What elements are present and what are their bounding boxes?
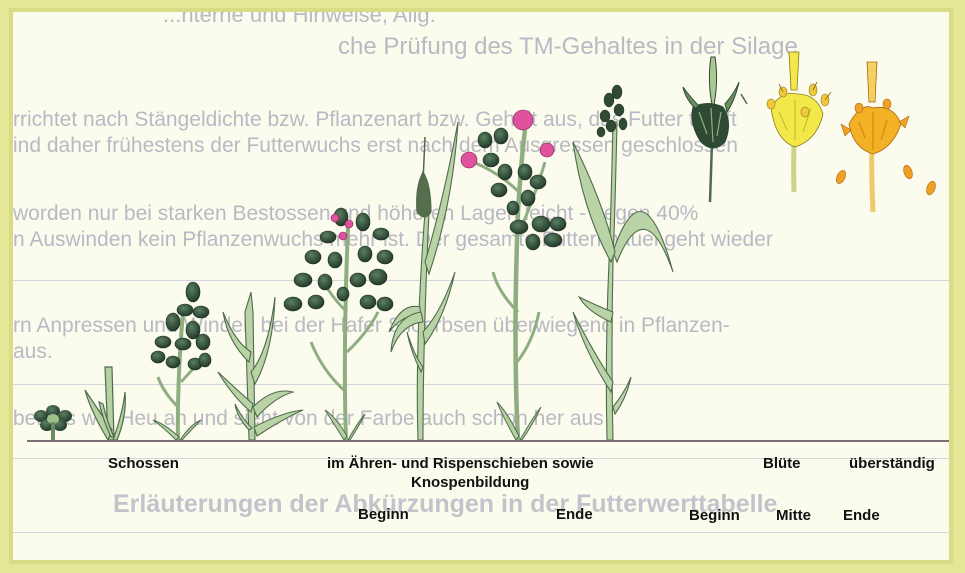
label-aehren-rispenschieben: im Ähren- und Rispenschieben sowie <box>327 455 594 472</box>
label-bluete-mitte: Mitte <box>776 507 811 524</box>
flower-head-orange <box>834 62 937 212</box>
label-knospenbildung: Knospenbildung <box>411 474 529 491</box>
label-schossen: Schossen <box>108 455 179 472</box>
plant-grass-panicle <box>573 85 673 440</box>
plant-rosette <box>34 405 72 440</box>
label-bluete: Blüte <box>763 455 801 472</box>
label-bluete-beginn: Beginn <box>689 507 740 524</box>
plant-clover-budding <box>284 208 393 440</box>
ground-line <box>27 440 953 442</box>
label-ende: Ende <box>556 506 593 523</box>
plant-clover-flowering <box>461 110 566 440</box>
label-ueberstaendig: überständig <box>849 455 935 472</box>
label-beginn: Beginn <box>358 506 409 523</box>
flower-head-yellow <box>767 52 831 192</box>
plant-grass-shoot <box>85 367 125 440</box>
flower-head-green <box>683 57 747 202</box>
plant-grass-stems <box>218 292 303 440</box>
illustration-frame: ...nterne und Hinweise, Allg. che Prüfun… <box>9 8 953 564</box>
label-bluete-ende: Ende <box>843 507 880 524</box>
plant-grass-heading <box>389 122 458 440</box>
plant-clover-young <box>151 282 211 440</box>
